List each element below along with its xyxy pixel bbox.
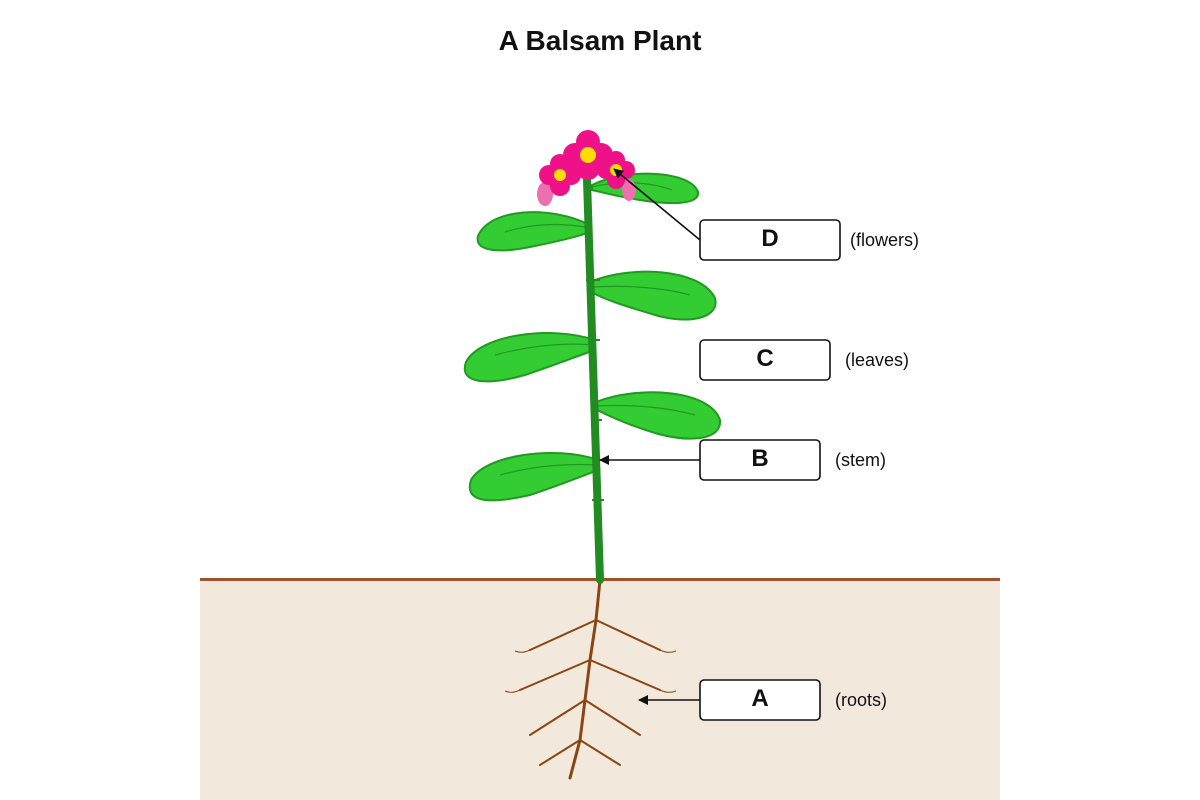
label-letter: D [761,225,778,252]
leaf-vein [596,404,696,416]
label-description: (flowers) [850,230,919,250]
soil [200,580,1000,800]
label-description: (leaves) [845,350,909,370]
label-b: B (stem) [699,439,886,481]
flower [563,130,613,180]
label-box [699,219,841,261]
label-box [699,339,831,381]
pointer-arrow-d [613,168,701,241]
root-branch [584,699,641,736]
root-branch [595,619,661,651]
label-a: A (roots) [699,679,887,721]
label-letter: B [751,445,768,472]
leaf-vein [591,285,691,296]
leaf [594,391,722,440]
flowers [537,130,636,206]
main-root [568,578,602,780]
root-hair [504,689,521,693]
root-branch [589,659,661,691]
leaf-vein [499,463,599,476]
label-d: D (flowers) [699,219,919,261]
leaves [463,172,722,502]
stem [583,176,604,584]
root-branch [519,659,591,691]
roots [504,578,677,780]
root-branch [579,739,621,766]
label-description: (roots) [835,690,887,710]
root-hair [659,689,677,693]
flower-bud [537,182,553,206]
label-box [699,439,821,481]
diagram-title: A Balsam Plant [499,25,702,56]
label-box [699,679,821,721]
leaf-vein [504,223,591,233]
root-branch [539,739,581,766]
root-hair [514,649,531,653]
flower [539,154,581,196]
leaf [588,270,717,321]
leaf [468,451,599,502]
root-branch [529,699,586,736]
stem-nodes [586,279,604,501]
label-letter: C [756,345,773,372]
root-branch [529,619,597,651]
root-hair [659,649,677,653]
label-description: (stem) [835,450,886,470]
label-letter: A [751,685,768,712]
label-c: C (leaves) [699,339,909,381]
leaf [476,211,591,252]
leaf [463,332,596,383]
leaf-vein [494,343,596,356]
